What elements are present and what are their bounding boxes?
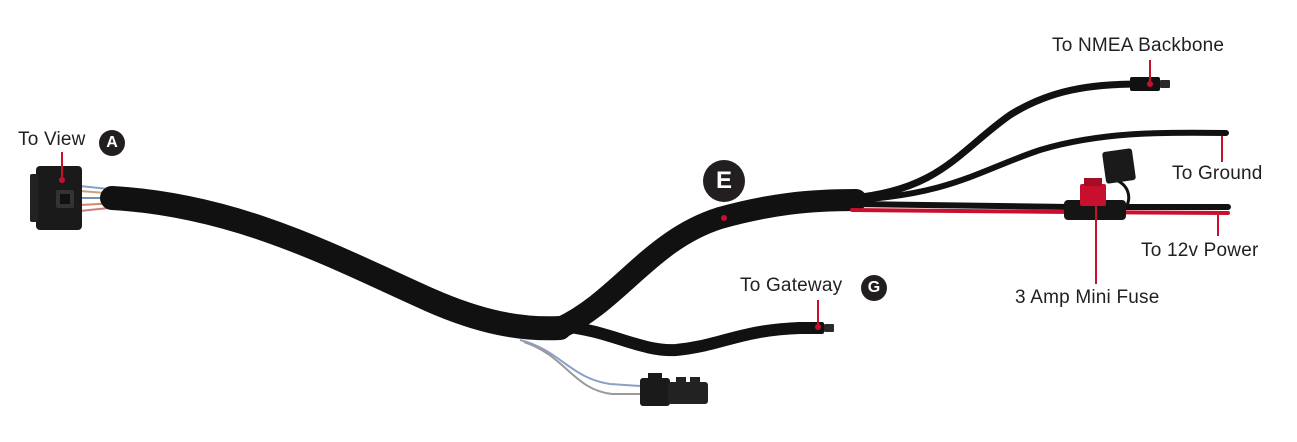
callout-view-dot: [59, 177, 65, 183]
callout-harness-dot: [721, 215, 727, 221]
power-branch-red: [850, 208, 1230, 215]
view-connector: [30, 166, 82, 230]
label-to-ground: To Ground: [1172, 163, 1263, 184]
badge-e: E: [703, 160, 745, 202]
callout-fuse-arrow: [1088, 194, 1104, 204]
label-to-12v-power: To 12v Power: [1141, 240, 1259, 261]
badge-g: G: [861, 275, 887, 301]
ground-branch-cable: [849, 129, 1229, 203]
gateway-connector: [796, 322, 834, 334]
accessory-wires: [519, 339, 641, 395]
harness-branch-e: [549, 189, 867, 339]
badge-a: A: [99, 130, 125, 156]
label-to-nmea-backbone: To NMEA Backbone: [1052, 35, 1225, 56]
callout-gateway-dot: [815, 324, 821, 330]
accessory-connector: [640, 373, 708, 406]
label-mini-fuse: 3 Amp Mini Fuse: [1015, 287, 1160, 308]
fuse-holder: [1064, 148, 1136, 220]
main-trunk-cable: [100, 186, 572, 341]
nmea-branch-cable: [848, 80, 1144, 202]
label-to-gateway: To Gateway: [740, 275, 843, 296]
label-to-view: To View: [18, 129, 86, 150]
gateway-branch-cable: [554, 320, 806, 357]
callout-lines: [61, 60, 1223, 326]
nmea-connector: [1130, 77, 1170, 91]
callout-nmea-dot: [1147, 81, 1153, 87]
power-branch-black: [849, 201, 1231, 210]
